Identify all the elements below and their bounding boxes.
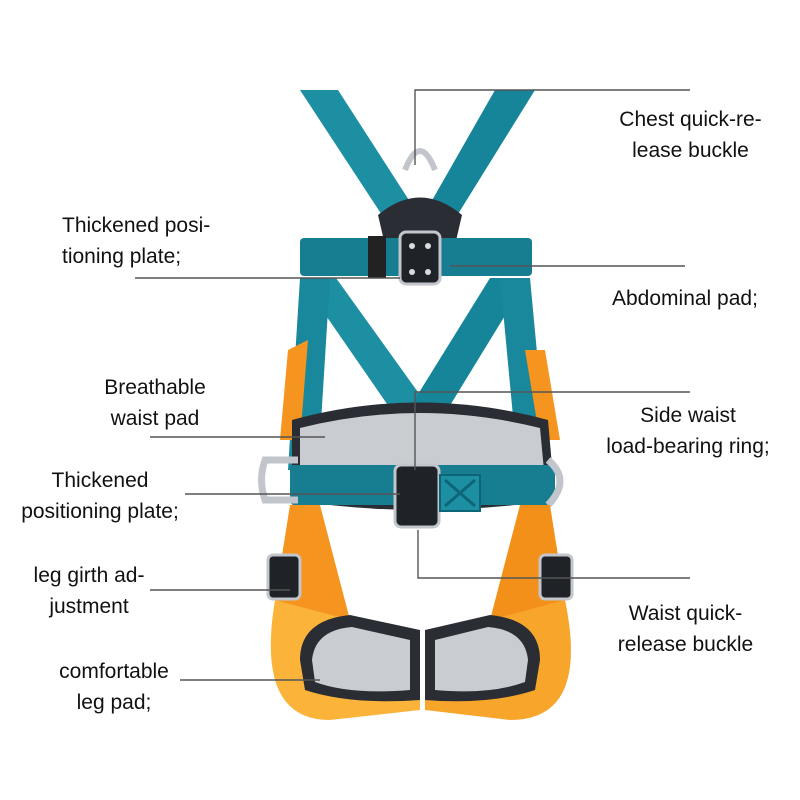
label-breathable-waist-pad: Breathable waist pad [104,376,206,430]
left-side-ring [258,456,298,504]
left-leg-buckle [266,553,302,601]
right-leg-buckle [538,553,574,601]
left-orange-accent [280,340,308,440]
label-thickened-positioning-plate-upper: Thickened posi- tioning plate; [62,214,211,268]
leader-chest-buckle [414,89,690,165]
chest-buckle [398,230,442,286]
waist-buckle [393,463,441,529]
label-chest-quick-release-buckle: Chest quick-re- lease buckle [619,108,762,162]
left-lower-strap [300,278,438,430]
leader-side-ring [414,391,690,470]
leader-lines [135,89,690,681]
dorsal-d-ring [402,148,438,172]
chest-strap-keeper [368,236,386,278]
label-side-waist-load-bearing-ring: Side waist load-bearing ring; [606,404,770,458]
label-abdominal-pad: Abdominal pad; [612,287,758,310]
label-comfortable-leg-pad: comfortable leg pad; [59,660,169,714]
right-side-ring [545,457,564,508]
right-orange-accent [525,350,560,440]
back-positioning-plate [378,197,462,245]
right-shoulder-strap [418,90,535,235]
label-thickened-positioning-plate-lower: Thickened positioning plate; [21,469,179,523]
label-waist-quick-release-buckle: Waist quick- release buckle [617,602,754,656]
leader-waist-buckle [417,530,690,579]
label-leg-girth-adjustment: leg girth ad- justment [33,564,145,618]
left-shoulder-strap [300,90,425,235]
